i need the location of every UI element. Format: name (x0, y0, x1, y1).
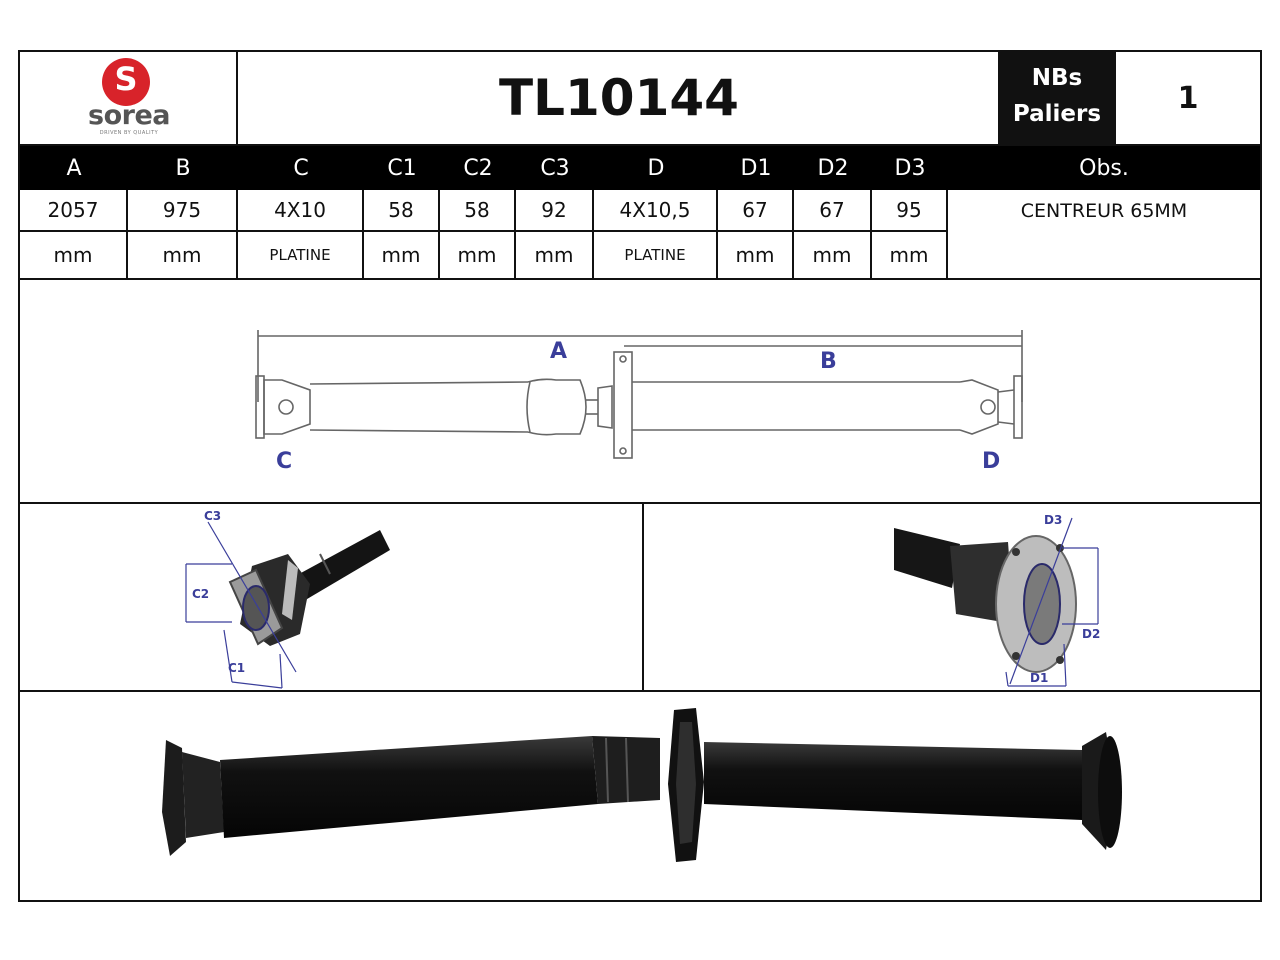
flange-d-photo (894, 528, 1077, 673)
overall-dimension-drawing: A B C D (20, 282, 1260, 504)
shaft-photo (20, 692, 1260, 900)
dim-label-b: B (820, 349, 837, 374)
unit-d: PLATINE (594, 232, 718, 278)
dim-label-a: A (550, 339, 567, 364)
logo-tagline: DRIVEN BY QUALITY (99, 130, 159, 136)
unit-c3: mm (516, 232, 594, 278)
value-a: 2057 (20, 190, 128, 232)
bearings-label-line1: NBs (1031, 65, 1083, 91)
bearings-label: NBs Paliers (998, 52, 1116, 144)
value-d3: 95 (872, 190, 948, 232)
header-c3: C3 (540, 155, 570, 181)
dim-label-c: C (276, 449, 292, 474)
spec-header-row (20, 146, 1260, 190)
header-d: D (647, 155, 665, 181)
part-reference: TL10144 (499, 69, 739, 127)
header-c: C (293, 155, 309, 181)
header-c2: C2 (463, 155, 493, 181)
product-sheet: S sorea DRIVEN BY QUALITY TL10144 NBs Pa… (18, 50, 1262, 902)
dim-label-d: D (982, 449, 1000, 474)
header-b: B (175, 155, 191, 181)
flange-detail-row: C3 C2 C1 D3 (20, 504, 1260, 692)
value-c3: 92 (516, 190, 594, 232)
dim-label-c3: C3 (204, 509, 221, 523)
unit-c2: mm (440, 232, 516, 278)
unit-c: PLATINE (238, 232, 364, 278)
dim-label-d3: D3 (1044, 513, 1062, 527)
unit-a: mm (20, 232, 128, 278)
dim-label-d1: D1 (1030, 671, 1048, 685)
dim-label-d2: D2 (1082, 627, 1100, 641)
unit-c1: mm (364, 232, 440, 278)
value-c: 4X10 (238, 190, 364, 232)
header-d2: D2 (817, 155, 849, 181)
shaft-outline-drawing: A B C D (255, 330, 1023, 474)
flange-divider (642, 504, 644, 692)
dim-label-c2: C2 (192, 587, 209, 601)
header-c1: C1 (387, 155, 417, 181)
header-d3: D3 (894, 155, 926, 181)
logo-mark-icon: S (102, 58, 150, 106)
value-d: 4X10,5 (594, 190, 718, 232)
spec-table: A B C C1 C2 C3 D D1 D2 D3 Obs. 2057 975 … (20, 146, 1260, 280)
unit-d2: mm (794, 232, 872, 278)
value-b: 975 (128, 190, 238, 232)
value-d1: 67 (718, 190, 794, 232)
unit-b: mm (128, 232, 238, 278)
dim-label-c1: C1 (228, 661, 245, 675)
drive-shaft-photo (162, 708, 1122, 862)
header-obs: Obs. (1079, 155, 1129, 181)
flange-c-photo (228, 530, 390, 646)
logo-initial: S (114, 60, 138, 98)
value-obs: CENTREUR 65MM (1020, 200, 1188, 222)
header-d1: D1 (740, 155, 772, 181)
value-c1: 58 (364, 190, 440, 232)
logo: S sorea DRIVEN BY QUALITY (20, 52, 238, 144)
value-c2: 58 (440, 190, 516, 232)
bearings-label-line2: Paliers (1012, 101, 1102, 127)
value-d2: 67 (794, 190, 872, 232)
flange-detail-drawings: C3 C2 C1 D3 (185, 509, 1100, 689)
bearings-value: 1 (1177, 80, 1199, 116)
header-a: A (66, 155, 82, 181)
unit-d1: mm (718, 232, 794, 278)
logo-wordmark: sorea (88, 100, 170, 131)
unit-d3: mm (872, 232, 948, 278)
header-row: S sorea DRIVEN BY QUALITY TL10144 NBs Pa… (20, 52, 1260, 146)
